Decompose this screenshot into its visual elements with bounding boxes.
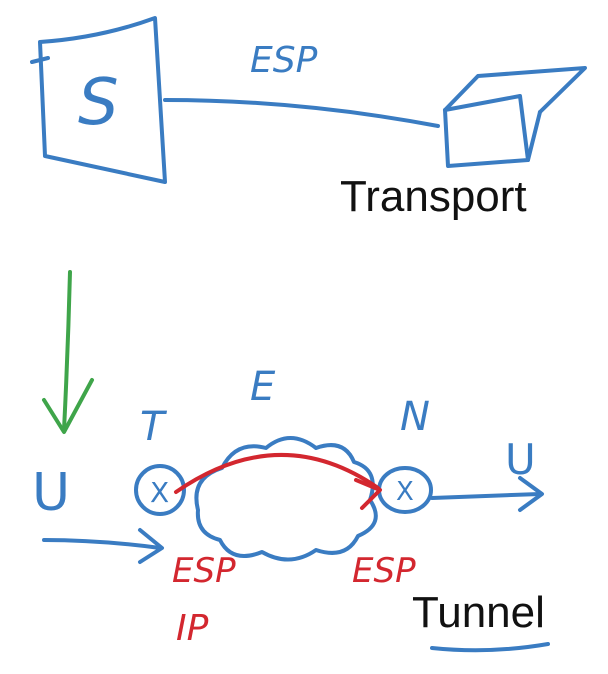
tunnel-arrow (174, 453, 382, 510)
esp-red-right-label: ESP (352, 551, 416, 591)
gateway-left-circle (134, 464, 186, 516)
esp-red-left-label: ESP (172, 551, 236, 591)
gateway-t-label: T (140, 404, 168, 450)
user-left-label: U (32, 463, 70, 523)
bottom-arrow (42, 528, 164, 564)
gateway-right-x: X (396, 477, 414, 507)
cloud-e-label: E (250, 364, 276, 410)
esp-link-line (163, 98, 440, 128)
server-s-label: S (78, 66, 119, 140)
gateway-n-label: N (400, 394, 430, 440)
right-output-arrow (430, 476, 544, 512)
gateway-left-x: X (150, 476, 169, 509)
destination-box (443, 66, 587, 168)
green-down-arrow (42, 270, 94, 434)
tunnel-underline (430, 642, 550, 653)
ip-red-label: IP (176, 608, 209, 649)
user-right-label: U (505, 435, 536, 484)
transport-mode-label: Transport (340, 172, 527, 221)
esp-top-label: ESP (250, 40, 318, 81)
tunnel-mode-label: Tunnel (412, 588, 545, 637)
server-box (30, 16, 167, 184)
